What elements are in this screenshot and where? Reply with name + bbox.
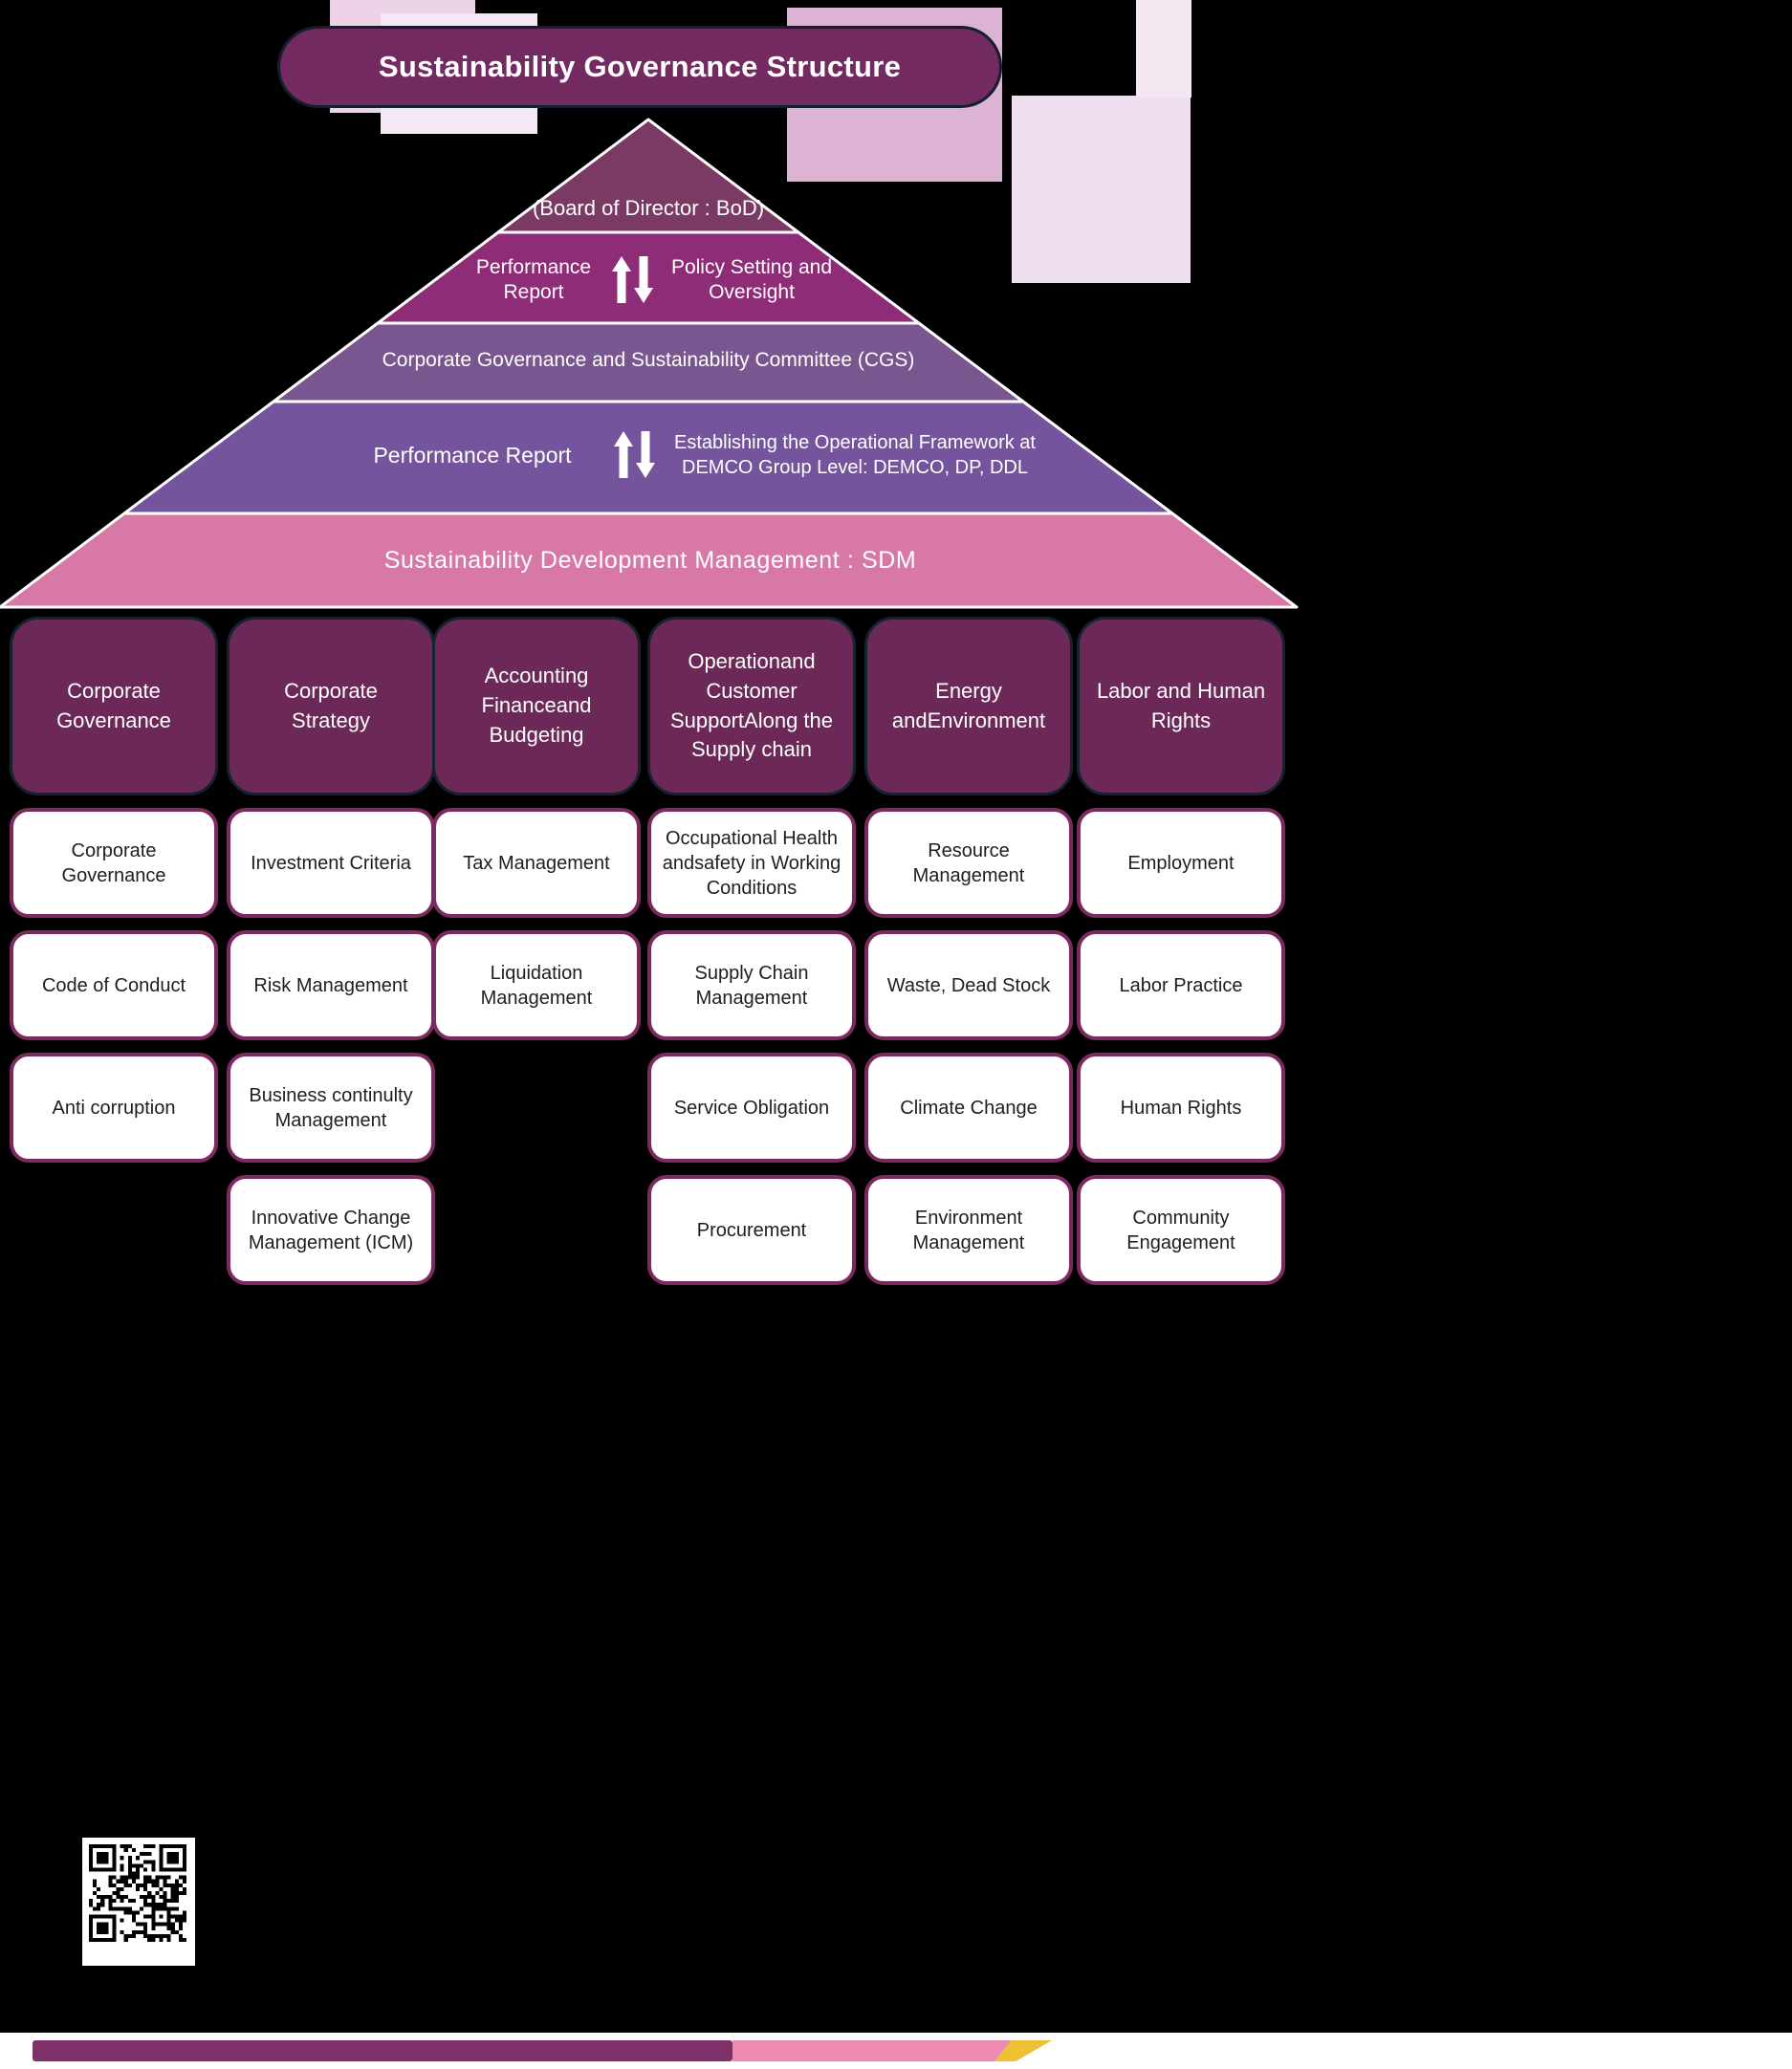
pillar-header-operation-customer-support: Operationand Customer SupportAlong the S… xyxy=(647,617,856,795)
pillar-header-corporate-governance: Corporate Governance xyxy=(10,617,218,795)
pillar-header-corporate-strategy: Corporate Strategy xyxy=(227,617,435,795)
topic-card: Liquidation Management xyxy=(432,930,641,1040)
topic-card: Employment xyxy=(1077,808,1285,918)
topic-card: Waste, Dead Stock xyxy=(864,930,1073,1040)
pyramid-level-2-row: Performance Report Policy Setting and Ov… xyxy=(461,239,843,321)
page-title: Sustainability Governance Structure xyxy=(378,50,902,83)
title-banner: Sustainability Governance Structure xyxy=(277,26,1002,108)
pillar-column-corporate-strategy: Corporate Strategy Investment Criteria R… xyxy=(227,617,435,1285)
topic-card: Business continulty Management xyxy=(227,1053,435,1163)
topic-card: Community Engagement xyxy=(1077,1175,1285,1285)
cgs-committee-label: Corporate Governance and Sustainability … xyxy=(382,349,915,371)
up-down-arrows-icon xyxy=(612,256,653,303)
pyramid-level-5-shape xyxy=(0,512,1299,609)
board-of-director-label: (Board of Director : BoD) xyxy=(532,196,765,220)
topic-card: Occupational Health andsafety in Working… xyxy=(647,808,856,918)
topic-card: Resource Management xyxy=(864,808,1073,918)
pillar-column-accounting-finance: Accounting Financeand Budgeting Tax Mana… xyxy=(432,617,641,1040)
pillar-header-accounting-finance: Accounting Financeand Budgeting xyxy=(432,617,641,795)
topic-card: Climate Change xyxy=(864,1053,1073,1163)
topic-card: Service Obligation xyxy=(647,1053,856,1163)
decorative-rect-4 xyxy=(1012,96,1191,283)
footer-ribbon-purple-segment xyxy=(33,2040,732,2061)
up-down-arrows-icon xyxy=(614,431,655,478)
governance-pyramid xyxy=(0,118,1299,609)
pillar-column-operation-customer-support: Operationand Customer SupportAlong the S… xyxy=(647,617,856,1285)
topic-card: Innovative Change Management (ICM) xyxy=(227,1175,435,1285)
topic-card: Corporate Governance xyxy=(10,808,218,918)
topic-card: Investment Criteria xyxy=(227,808,435,918)
topic-card: Tax Management xyxy=(432,808,641,918)
pillar-column-corporate-governance: Corporate Governance Corporate Governanc… xyxy=(10,617,218,1163)
operational-framework-label: Establishing the Operational Framework a… xyxy=(674,432,1036,478)
pillar-header-labor-human-rights: Labor and Human Rights xyxy=(1077,617,1285,795)
topic-card: Procurement xyxy=(647,1175,856,1285)
policy-setting-oversight-label: Policy Setting and Oversight xyxy=(670,255,833,303)
decorative-rect-5 xyxy=(1136,0,1191,98)
footer-ribbon xyxy=(0,2033,1792,2069)
topic-card: Environment Management xyxy=(864,1175,1073,1285)
qr-code xyxy=(82,1838,195,1966)
pillar-header-energy-environment: Energy andEnvironment xyxy=(864,617,1073,795)
footer-ribbon-pink-segment xyxy=(732,2040,1012,2061)
performance-report-label-mid: Performance Report xyxy=(373,442,572,468)
topic-card: Code of Conduct xyxy=(10,930,218,1040)
performance-report-label-top: Performance Report xyxy=(475,255,592,303)
pillar-column-energy-environment: Energy andEnvironment Resource Managemen… xyxy=(864,617,1073,1285)
topic-card: Anti corruption xyxy=(10,1053,218,1163)
topic-card: Supply Chain Management xyxy=(647,930,856,1040)
topic-card: Risk Management xyxy=(227,930,435,1040)
topic-card: Labor Practice xyxy=(1077,930,1285,1040)
footer-ribbon-yellow-segment xyxy=(994,2040,1052,2061)
sdm-label: Sustainability Development Management : … xyxy=(383,547,917,574)
topic-card: Human Rights xyxy=(1077,1053,1285,1163)
qr-code-pattern xyxy=(89,1844,186,1942)
pillar-column-labor-human-rights: Labor and Human Rights Employment Labor … xyxy=(1077,617,1285,1285)
pyramid-level-4-row: Performance Report Establishing the Oper… xyxy=(337,418,1048,492)
